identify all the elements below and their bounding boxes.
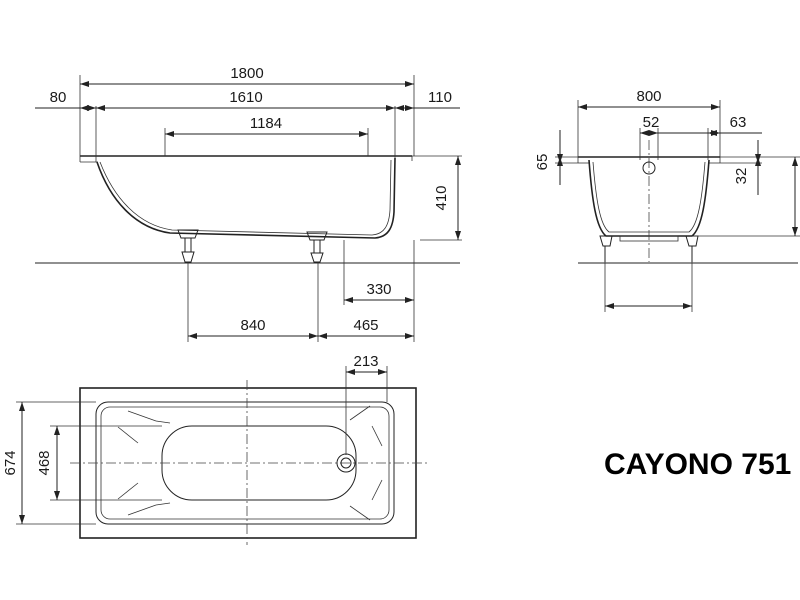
dim-left-rim: 80: [50, 89, 67, 106]
side-view: 1800 80 1610 110 1184 410 330 840 465: [35, 65, 462, 342]
dim-width: 800: [636, 88, 661, 105]
dim-drain-from-end: 213: [353, 353, 378, 370]
dim-drain-offset: 330: [366, 281, 391, 298]
drain-end-view: [642, 161, 656, 175]
dim-rim-height: 65: [534, 154, 551, 171]
dim-inner-length: 1610: [229, 89, 262, 106]
dim-drain-diameter: 52: [643, 114, 660, 131]
dim-feet-spacing: 840: [240, 317, 265, 334]
dim-inner-width: 468: [36, 450, 53, 475]
end-view: 800 52 63 65 32: [534, 88, 800, 312]
dim-height: 410: [433, 185, 450, 210]
dim-bottom-length: 1184: [250, 115, 282, 132]
dim-rim-drop: 32: [733, 168, 750, 185]
dim-foot-offset: 465: [353, 317, 378, 334]
dim-overall-length: 1800: [230, 65, 263, 82]
dim-overall-width: 674: [2, 450, 19, 475]
top-view: 213 674 468: [2, 353, 430, 545]
dim-right-rim: 110: [428, 89, 452, 106]
product-title: CAYONO 751: [604, 448, 791, 481]
foot-right: [306, 231, 328, 263]
foot-left: [177, 229, 199, 263]
dim-rim-right: 63: [730, 114, 747, 131]
tub-body-side: [96, 157, 396, 239]
